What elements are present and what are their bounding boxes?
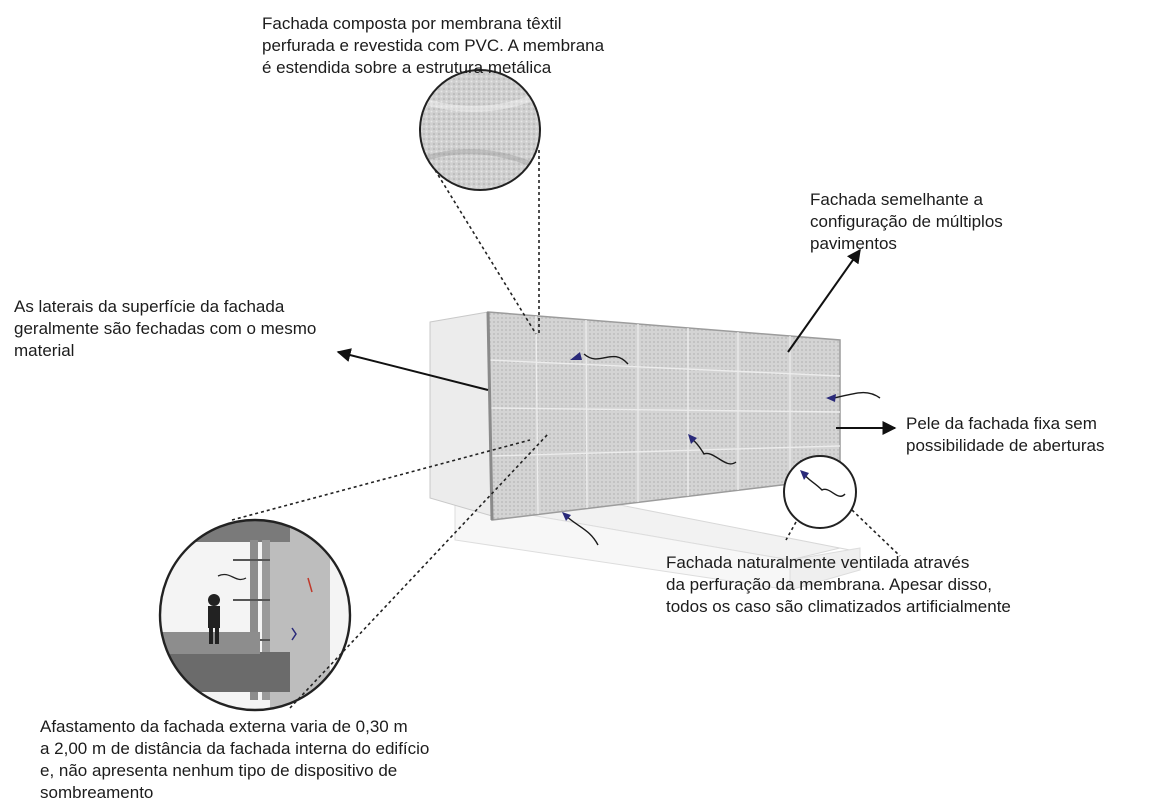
- ventilation-detail-leader-lines: [785, 509, 901, 557]
- arrow-multistorey: [787, 248, 861, 353]
- callout-arrows: [336, 248, 897, 435]
- ground-slab: [454, 501, 861, 591]
- section-detail-leader-lines: [231, 433, 549, 709]
- annotation-offset: Afastamento da fachada externa varia de …: [40, 717, 430, 802]
- airflow-arrow: [833, 391, 881, 399]
- panel-grid-lines: [487, 315, 841, 515]
- airflow-arrowhead: [562, 512, 571, 521]
- airflow-arrowhead: [570, 352, 582, 360]
- facade-side-face: [429, 311, 493, 517]
- airflow-arrowhead: [688, 434, 697, 444]
- airflow-arrowhead: [826, 394, 836, 402]
- facade-front-face: [486, 311, 841, 521]
- membrane-detail-magnifier: [419, 69, 541, 191]
- annotation-natural-ventilation: Fachada naturalmente ventilada através d…: [666, 553, 1011, 616]
- airflow-arrow: [583, 353, 629, 365]
- annotation-fixed-skin: Pele da fachada fixa sem possibilidade d…: [906, 414, 1105, 455]
- annotation-lateral-sides: As laterais da superfície da fachada ger…: [14, 297, 317, 360]
- section-detail-magnifier: [158, 518, 352, 712]
- annotation-membrane: Fachada composta por membrana têxtil per…: [262, 14, 605, 77]
- membrane-detail-leader-lines: [434, 150, 540, 335]
- arrow-lateral-sides: [336, 348, 489, 391]
- ventilation-detail-magnifier: [783, 455, 857, 529]
- airflow-arrow: [565, 515, 599, 546]
- annotation-multistorey: Fachada semelhante a configuração de múl…: [810, 190, 1003, 253]
